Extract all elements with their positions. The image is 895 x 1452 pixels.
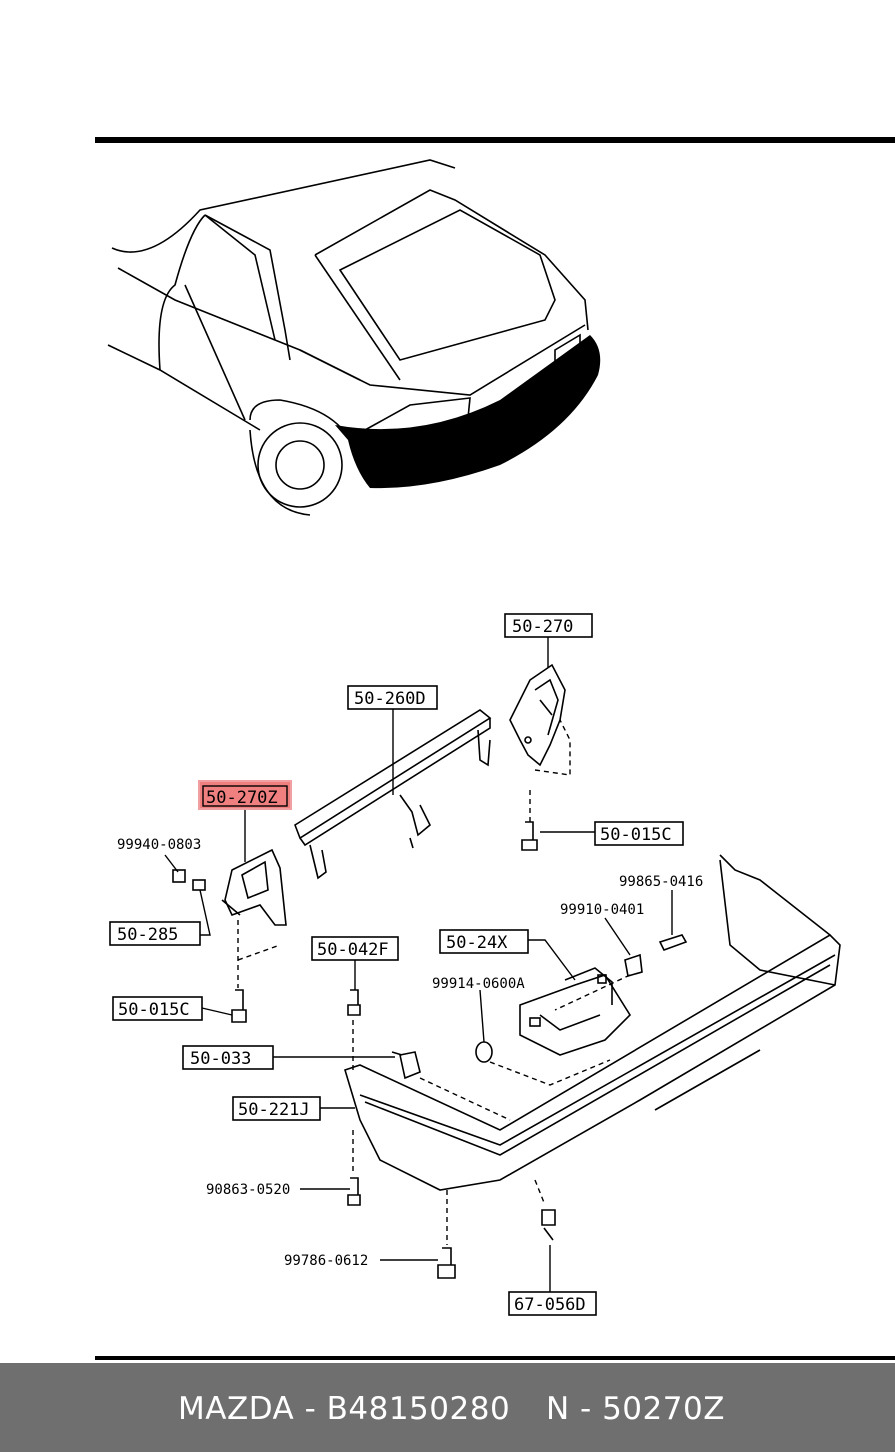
fasteners [172, 821, 688, 1279]
footer-bar: MAZDA - B48150280 N - 50270Z [0, 1363, 895, 1452]
label-50-042f-text: 50-042F [317, 940, 389, 960]
label-50-285[interactable]: 50-285 [109, 921, 201, 946]
side-bracket [519, 967, 632, 1056]
label-50-033[interactable]: 50-033 [182, 1045, 274, 1070]
label-50-260d[interactable]: 50-260D [347, 685, 438, 710]
label-50-24x[interactable]: 50-24X [439, 929, 529, 954]
car-overview [107, 159, 589, 516]
label-50-042f[interactable]: 50-042F [311, 936, 399, 961]
right-bracket [509, 663, 566, 767]
rear-bumper [344, 854, 841, 1191]
reinforcement-beam [294, 709, 492, 880]
label-50-260d-text: 50-260D [354, 689, 426, 709]
label-50-015c-right-text: 50-015C [600, 825, 672, 845]
label-67-056d-text: 67-056D [514, 1295, 586, 1315]
label-50-285-text: 50-285 [117, 925, 178, 945]
rear-bumper-silhouette [335, 335, 601, 489]
label-99786-0612[interactable]: 99786-0612 [284, 1253, 368, 1269]
label-50-24x-text: 50-24X [446, 933, 508, 953]
left-bracket [221, 848, 287, 926]
label-90863-0520[interactable]: 90863-0520 [206, 1182, 290, 1198]
label-50-015c-right[interactable]: 50-015C [594, 821, 684, 846]
top-rule [95, 137, 895, 143]
label-50-221j-text: 50-221J [238, 1100, 310, 1120]
label-50-270z-highlighted[interactable]: 50-270Z [198, 780, 292, 810]
label-50-270[interactable]: 50-270 [504, 613, 593, 638]
label-50-270z-text: 50-270Z [206, 788, 278, 808]
label-99914-0600a[interactable]: 99914-0600A [432, 976, 525, 992]
label-50-015c-left-text: 50-015C [118, 1000, 190, 1020]
label-50-033-text: 50-033 [190, 1049, 251, 1069]
leader-lines [164, 637, 673, 1293]
label-99940-0803[interactable]: 99940-0803 [117, 837, 201, 853]
bottom-rule [95, 1356, 895, 1360]
label-99910-0401[interactable]: 99910-0401 [560, 902, 644, 918]
label-50-221j[interactable]: 50-221J [232, 1096, 321, 1121]
footer-reference: N - 50270Z [546, 1391, 725, 1427]
label-99865-0416[interactable]: 99865-0416 [619, 874, 703, 890]
label-50-015c-left[interactable]: 50-015C [112, 996, 203, 1021]
footer-part-number: MAZDA - B48150280 [178, 1391, 511, 1427]
label-67-056d[interactable]: 67-056D [508, 1291, 597, 1316]
label-50-270-text: 50-270 [512, 617, 573, 637]
